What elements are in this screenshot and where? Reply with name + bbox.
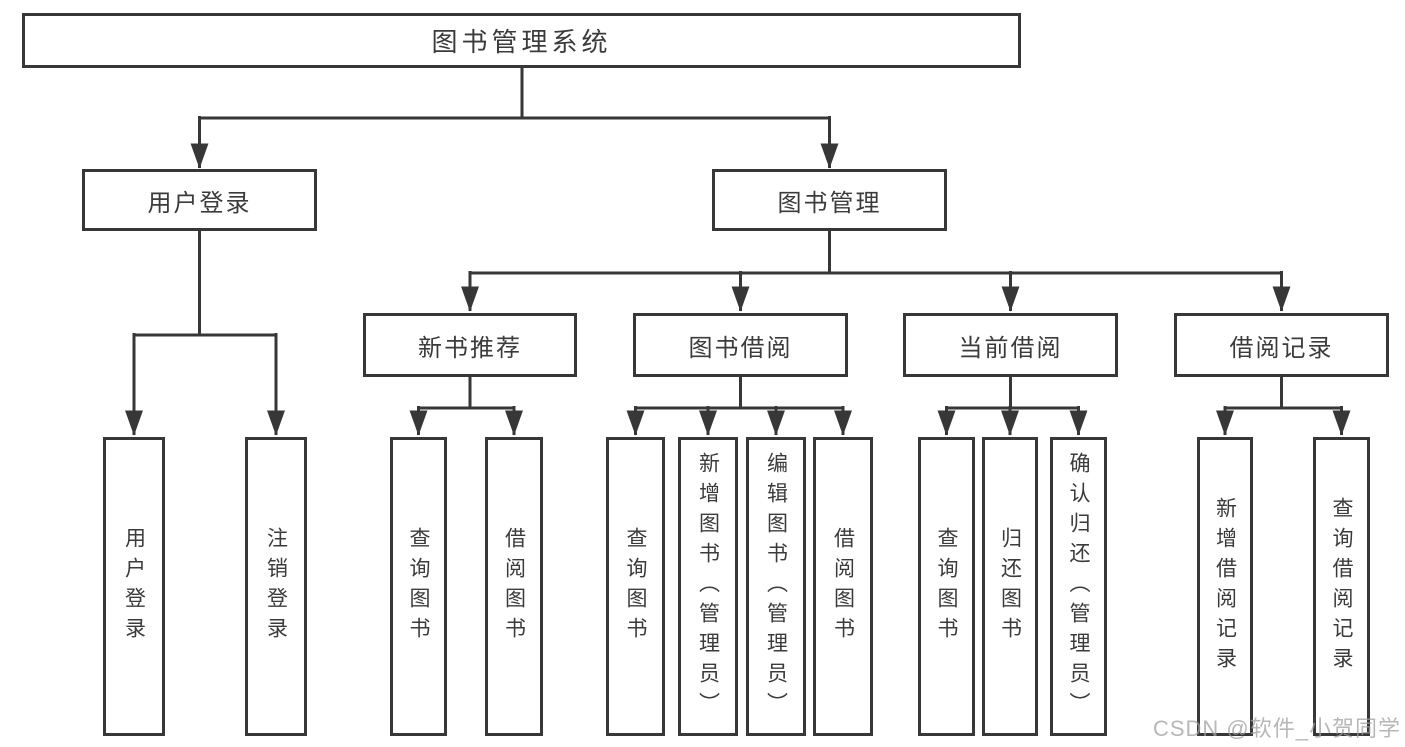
leaf-label: 新增借阅记录 <box>1213 496 1237 677</box>
node-label: 图书管理 <box>777 189 882 217</box>
leaf-borrow-books-2: 借阅图书 <box>813 437 873 736</box>
leaf-label: 查询图书 <box>407 526 430 647</box>
leaf-query-books-1: 查询图书 <box>390 437 447 736</box>
leaf-label: 注销登录 <box>264 526 288 647</box>
leaf-return-book: 归还图书 <box>982 437 1038 736</box>
node-label: 当前借阅 <box>958 334 1063 362</box>
node-current-borrowing: 当前借阅 <box>903 313 1118 377</box>
leaf-label: 借阅图书 <box>831 526 855 647</box>
node-label: 新书推荐 <box>418 334 522 362</box>
node-book-management: 图书管理 <box>712 169 947 231</box>
node-label: 用户登录 <box>147 189 252 217</box>
node-library-management-system: 图书管理系统 <box>22 13 1021 68</box>
leaf-user-login: 用户登录 <box>103 437 165 736</box>
node-user-login: 用户登录 <box>82 169 317 231</box>
node-label: 图书借阅 <box>688 334 793 362</box>
node-borrowing-records: 借阅记录 <box>1174 313 1389 377</box>
leaf-label: 归还图书 <box>998 526 1022 647</box>
node-label: 图书管理系统 <box>431 27 612 57</box>
leaf-add-book-admin: 新增图书（管理员） <box>678 437 738 736</box>
node-new-book-recommendation: 新书推荐 <box>363 313 577 377</box>
leaf-label: 借阅图书 <box>502 526 526 647</box>
leaf-borrow-books-1: 借阅图书 <box>485 437 543 736</box>
leaf-edit-book-admin: 编辑图书（管理员） <box>746 437 806 736</box>
leaf-label: 编辑图书（管理员） <box>764 451 788 722</box>
leaf-confirm-return-admin: 确认归还（管理员） <box>1050 437 1107 736</box>
leaf-label: 查询图书 <box>624 526 647 647</box>
csdn-watermark: CSDN @软件_小贺同学 <box>1152 716 1401 741</box>
leaf-label: 查询图书 <box>935 526 958 647</box>
leaf-label: 确认归还（管理员） <box>1067 451 1090 722</box>
leaf-label: 查询借阅记录 <box>1330 496 1353 677</box>
leaf-query-books-2: 查询图书 <box>606 437 665 736</box>
leaf-logout: 注销登录 <box>245 437 307 736</box>
connector-arrows <box>125 116 1351 436</box>
leaf-label: 新增图书（管理员） <box>696 451 720 722</box>
node-label: 借阅记录 <box>1229 334 1334 362</box>
leaf-label: 用户登录 <box>122 526 146 647</box>
leaf-query-books-3: 查询图书 <box>918 437 975 736</box>
node-book-borrowing: 图书借阅 <box>633 313 848 377</box>
leaf-query-borrow-record: 查询借阅记录 <box>1313 437 1370 736</box>
leaf-add-borrow-record: 新增借阅记录 <box>1197 437 1253 736</box>
